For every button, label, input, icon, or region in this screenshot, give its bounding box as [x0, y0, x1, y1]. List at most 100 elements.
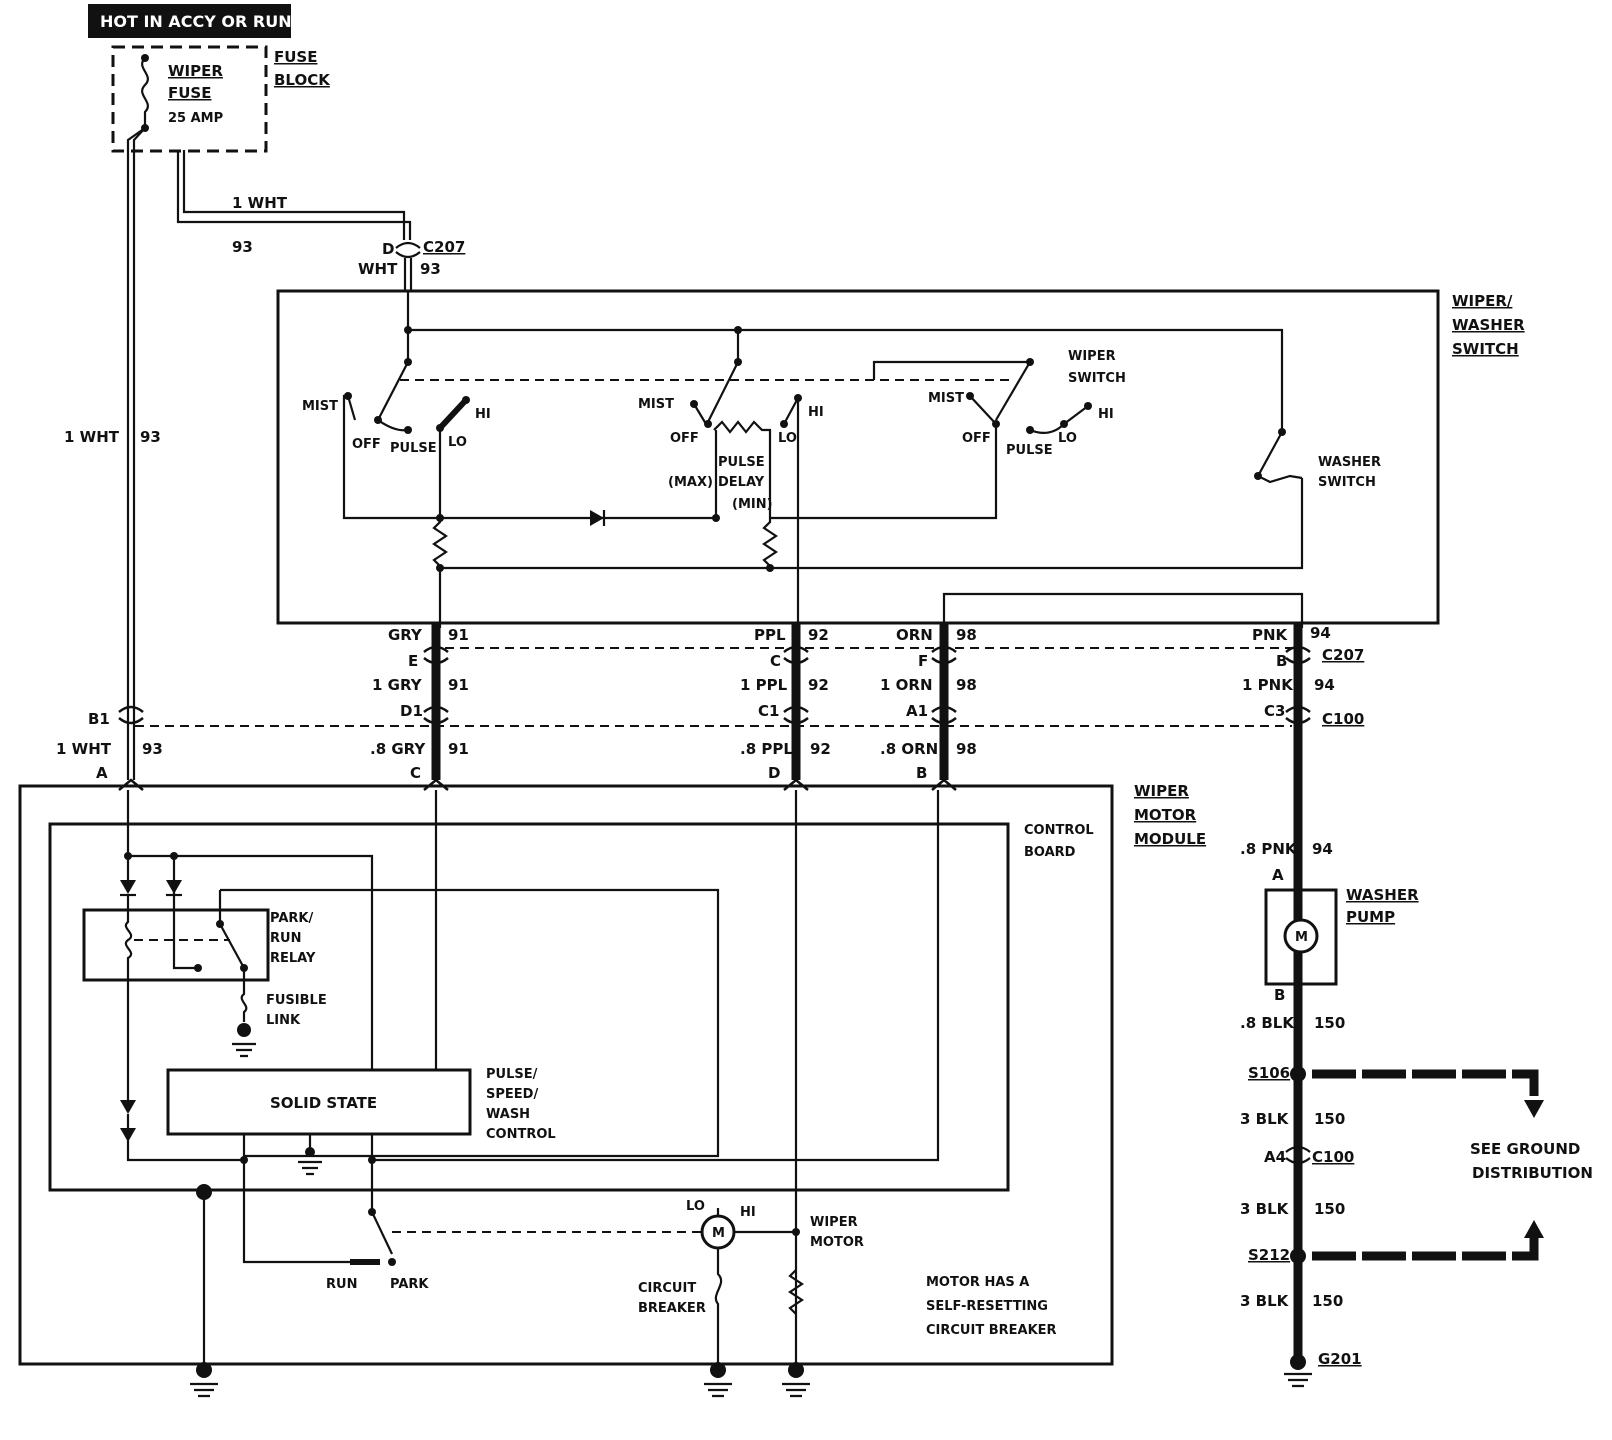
- deck1-hi: HI: [475, 407, 491, 422]
- c207-label: C207: [1322, 646, 1364, 664]
- fusible-label: FUSIBLE: [266, 993, 327, 1008]
- wire-ppl-pin-c207: C: [770, 652, 781, 670]
- washer-circuit-s1: 150: [1314, 1110, 1345, 1128]
- control-label-4: CONTROL: [486, 1127, 556, 1142]
- deck2-lo: LO: [778, 431, 797, 446]
- park-label: PARK: [390, 1277, 429, 1292]
- washer-wire-top: .8 PNK: [1240, 840, 1298, 858]
- ground-g201: G201: [1318, 1350, 1362, 1368]
- fusible-label-2: LINK: [266, 1013, 301, 1028]
- module-ground-icon-3: [782, 1362, 810, 1398]
- wire-pnk-mid-circuit: 94: [1314, 676, 1335, 694]
- wire-orn-color: ORN: [896, 626, 933, 644]
- washer-wire-g: 3 BLK: [1240, 1292, 1290, 1310]
- wire-pnk-mid: 1 PNK: [1242, 676, 1294, 694]
- wire-gry-mid: 1 GRY: [372, 676, 423, 694]
- fuse-rating: 25 AMP: [168, 111, 223, 126]
- control-label-3: WASH: [486, 1107, 530, 1122]
- wire-pnk-color: PNK: [1252, 626, 1289, 644]
- wire-orn-circuit: 98: [956, 626, 977, 644]
- wire-gry-mid-circuit: 91: [448, 676, 469, 694]
- fuse-icon: [141, 57, 149, 128]
- washer-wire-b: .8 BLK: [1240, 1014, 1295, 1032]
- wire-orn-pin-c207: F: [918, 652, 928, 670]
- deck3-mist: MIST: [928, 391, 964, 406]
- wiper-motor-icon: M: [700, 1208, 796, 1260]
- deck1-mist: MIST: [302, 399, 338, 414]
- wire-ppl-color: PPL: [754, 626, 786, 644]
- motor-hi: HI: [740, 1205, 756, 1220]
- deck2-off: OFF: [670, 431, 699, 446]
- wire-ppl-circuit: 92: [808, 626, 829, 644]
- motor-symbol: M: [712, 1226, 725, 1241]
- feed-pin-module: A: [96, 764, 108, 782]
- washer-pump-symbol: M: [1295, 930, 1308, 945]
- feed-pin-c100: B1: [88, 710, 110, 728]
- washer-pump-label: WASHER: [1346, 886, 1419, 904]
- deck1-lo: LO: [448, 435, 467, 450]
- washer-pin-b: B: [1274, 986, 1285, 1004]
- see-ground-label-2: DISTRIBUTION: [1472, 1164, 1593, 1182]
- wire-gry-color: GRY: [388, 626, 423, 644]
- wire-orn-low: .8 ORN: [880, 740, 938, 758]
- washer-wire-s1: 3 BLK: [1240, 1110, 1290, 1128]
- control-label-2: SPEED/: [486, 1087, 538, 1102]
- wire-orn-mid-circuit: 98: [956, 676, 977, 694]
- power-label: HOT IN ACCY OR RUN: [100, 12, 292, 31]
- g201-ground-icon: [1284, 1354, 1312, 1388]
- feed-short-wire: WHT: [358, 260, 398, 278]
- control-label: PULSE/: [486, 1067, 538, 1082]
- relay-label-3: RELAY: [270, 951, 316, 966]
- feed-low-wire: 1 WHT: [56, 740, 112, 758]
- module-ground-icon-2: [704, 1362, 732, 1398]
- feed-wire-label: 1 WHT: [232, 194, 288, 212]
- deck3-pulse: PULSE: [1006, 443, 1053, 458]
- see-ground-label: SEE GROUND: [1470, 1140, 1580, 1158]
- feed-low-circuit: 93: [142, 740, 163, 758]
- switch-title-3: SWITCH: [1452, 340, 1519, 358]
- feed-circuit-label: 93: [232, 238, 253, 256]
- wire-ppl-low: .8 PPL: [740, 740, 793, 758]
- splice-s106: S106: [1248, 1064, 1290, 1082]
- deck2-delay: DELAY: [718, 475, 765, 490]
- feed-left-circuit: 93: [140, 428, 161, 446]
- washer-pump-label-2: PUMP: [1346, 908, 1395, 926]
- wire-ppl-low-circuit: 92: [810, 740, 831, 758]
- wire-pnk-pin-c207: B: [1276, 652, 1287, 670]
- washer-circuit-b: 150: [1314, 1014, 1345, 1032]
- wire-ppl-mid: 1 PPL: [740, 676, 788, 694]
- splice-s212: S212: [1248, 1246, 1290, 1264]
- deck2-max: (MAX): [668, 475, 713, 490]
- wire-gry-low-circuit: 91: [448, 740, 469, 758]
- module-title: WIPER: [1134, 782, 1189, 800]
- feed-left-wire: 1 WHT: [64, 428, 120, 446]
- note-line-2: SELF-RESETTING: [926, 1299, 1048, 1314]
- control-board-label-2: BOARD: [1024, 845, 1076, 860]
- washer-pin-c100: A4: [1264, 1148, 1286, 1166]
- fusible-ground-icon: [232, 1023, 256, 1058]
- run-label: RUN: [326, 1277, 357, 1292]
- wire-gry-pin-module: C: [410, 764, 421, 782]
- washer-circuit-g: 150: [1312, 1292, 1343, 1310]
- relay-label: PARK/: [270, 911, 313, 926]
- wire-ppl-pin-module: D: [768, 764, 780, 782]
- module-ground-icon-1: [190, 1362, 218, 1398]
- wire-orn-mid: 1 ORN: [880, 676, 933, 694]
- wiper-washer-switch: WIPER/ WASHER SWITCH WIPER SWITCH WASHER…: [276, 289, 1525, 628]
- motor-label-2: MOTOR: [810, 1235, 864, 1250]
- harness: C207 C100 GRY 91 E 1 GRY 91 D1 .8 GRY 91…: [56, 622, 1364, 1085]
- washer-pin-a: A: [1272, 866, 1284, 884]
- wiper-switch-label: WIPER: [1068, 349, 1116, 364]
- control-board-label: CONTROL: [1024, 823, 1094, 838]
- switch-title-2: WASHER: [1452, 316, 1525, 334]
- module-title-2: MOTOR: [1134, 806, 1197, 824]
- note-line-3: CIRCUIT BREAKER: [926, 1323, 1057, 1338]
- fuse-block: FUSE BLOCK WIPER FUSE 25 AMP: [111, 45, 331, 153]
- deck2-mist: MIST: [638, 397, 674, 412]
- wire-ppl-mid-circuit: 92: [808, 676, 829, 694]
- washer-c100: C100: [1312, 1148, 1354, 1166]
- deck1-pulse: PULSE: [390, 441, 437, 456]
- module-title-3: MODULE: [1134, 830, 1206, 848]
- c100-label: C100: [1322, 710, 1364, 728]
